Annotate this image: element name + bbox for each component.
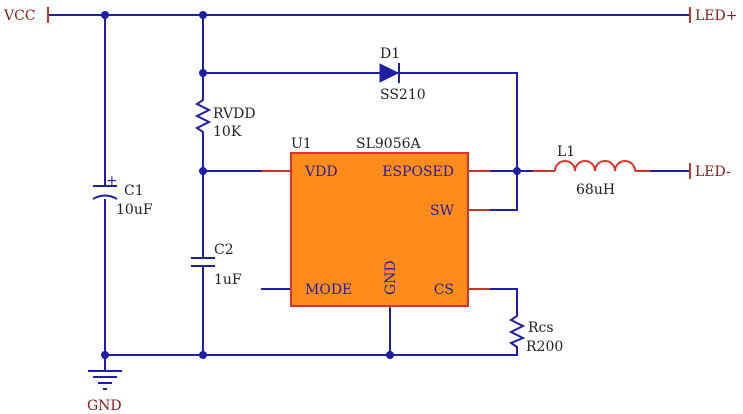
- junction-dot: [199, 167, 207, 175]
- c1-value: 10uF: [116, 202, 153, 218]
- c2-ref: C2: [214, 242, 234, 258]
- pin-gnd-label: GND: [383, 260, 399, 295]
- led-plus-port: LED+: [689, 7, 737, 24]
- l1-ref: L1: [557, 144, 575, 160]
- led-minus-label: LED-: [695, 164, 731, 180]
- c1-polarity: +: [106, 173, 118, 189]
- ic-body: [290, 152, 469, 307]
- l1-value: 68uH: [576, 182, 615, 198]
- capacitor-c1: + C1 10uF: [92, 173, 153, 218]
- junction-dot: [101, 351, 109, 359]
- ic-u1: U1 SL9056A VDD ESPOSED SW MODE CS GND: [262, 136, 490, 308]
- pin-cs-label: CS: [434, 282, 454, 298]
- rcs-value: R200: [526, 339, 563, 355]
- resistor-icon: [194, 95, 212, 140]
- c1-ref: C1: [124, 183, 144, 199]
- junction-dot: [199, 11, 207, 19]
- vcc-port: VCC: [3, 7, 49, 24]
- junction-dot: [386, 351, 394, 359]
- gnd-symbol: GND: [87, 370, 122, 414]
- rvdd-ref: RVDD: [213, 106, 256, 122]
- vcc-label: VCC: [3, 8, 36, 24]
- capacitor-c2: C2 1uF: [191, 242, 242, 288]
- d1-value: SS210: [380, 87, 426, 103]
- junction-dot: [101, 11, 109, 19]
- ic-ref: U1: [291, 136, 312, 152]
- gnd-label: GND: [87, 398, 122, 414]
- inductor-l1: L1 68uH: [533, 144, 650, 198]
- pin-sw-label: SW: [430, 203, 455, 219]
- wires: [47, 14, 691, 371]
- rcs-ref: Rcs: [528, 320, 554, 336]
- resistor-rcs: Rcs R200: [508, 312, 563, 355]
- junction-dot: [513, 167, 521, 175]
- resistor-rvdd: RVDD 10K: [194, 95, 256, 140]
- ic-part: SL9056A: [356, 136, 422, 152]
- diode-d1: D1 SS210: [379, 46, 426, 103]
- resistor-icon: [508, 312, 526, 348]
- pin-mode-label: MODE: [305, 282, 352, 298]
- diode-icon: [379, 63, 400, 83]
- pin-esposed-label: ESPOSED: [382, 164, 454, 180]
- led-minus-port: LED-: [689, 163, 731, 180]
- junction-dot: [199, 351, 207, 359]
- junctions: [101, 11, 521, 359]
- pin-vdd-label: VDD: [304, 164, 338, 180]
- led-plus-label: LED+: [695, 8, 737, 24]
- junction-dot: [199, 69, 207, 77]
- d1-ref: D1: [380, 46, 400, 62]
- inductor-icon: [554, 160, 636, 172]
- capacitor-curved-plate: [92, 194, 118, 200]
- rvdd-value: 10K: [213, 124, 242, 140]
- c2-value: 1uF: [214, 272, 242, 288]
